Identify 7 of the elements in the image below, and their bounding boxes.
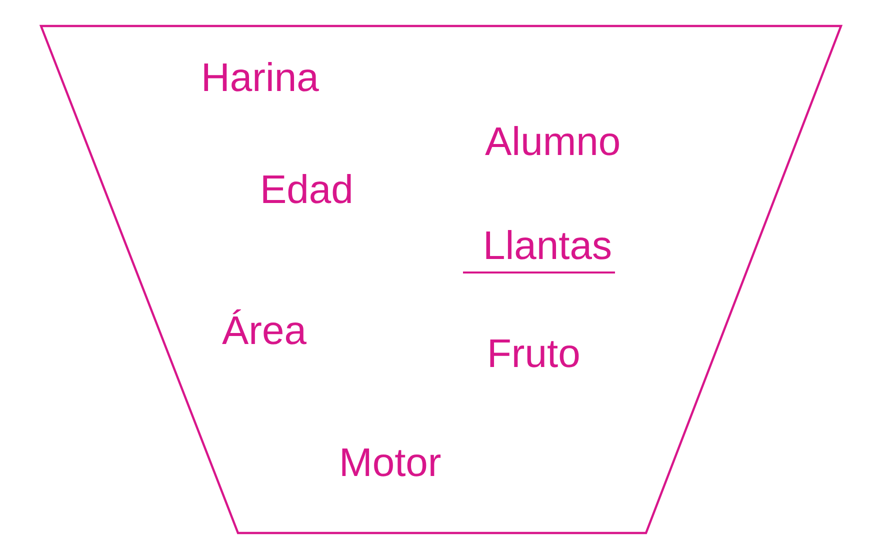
word-label: Llantas: [483, 223, 612, 269]
word-label: Edad: [260, 167, 354, 213]
word-label: Harina: [201, 55, 319, 101]
word-label: Fruto: [487, 331, 580, 377]
word-label: Motor: [339, 440, 442, 486]
word-label: Alumno: [485, 119, 621, 165]
word-label: Área: [222, 308, 306, 354]
